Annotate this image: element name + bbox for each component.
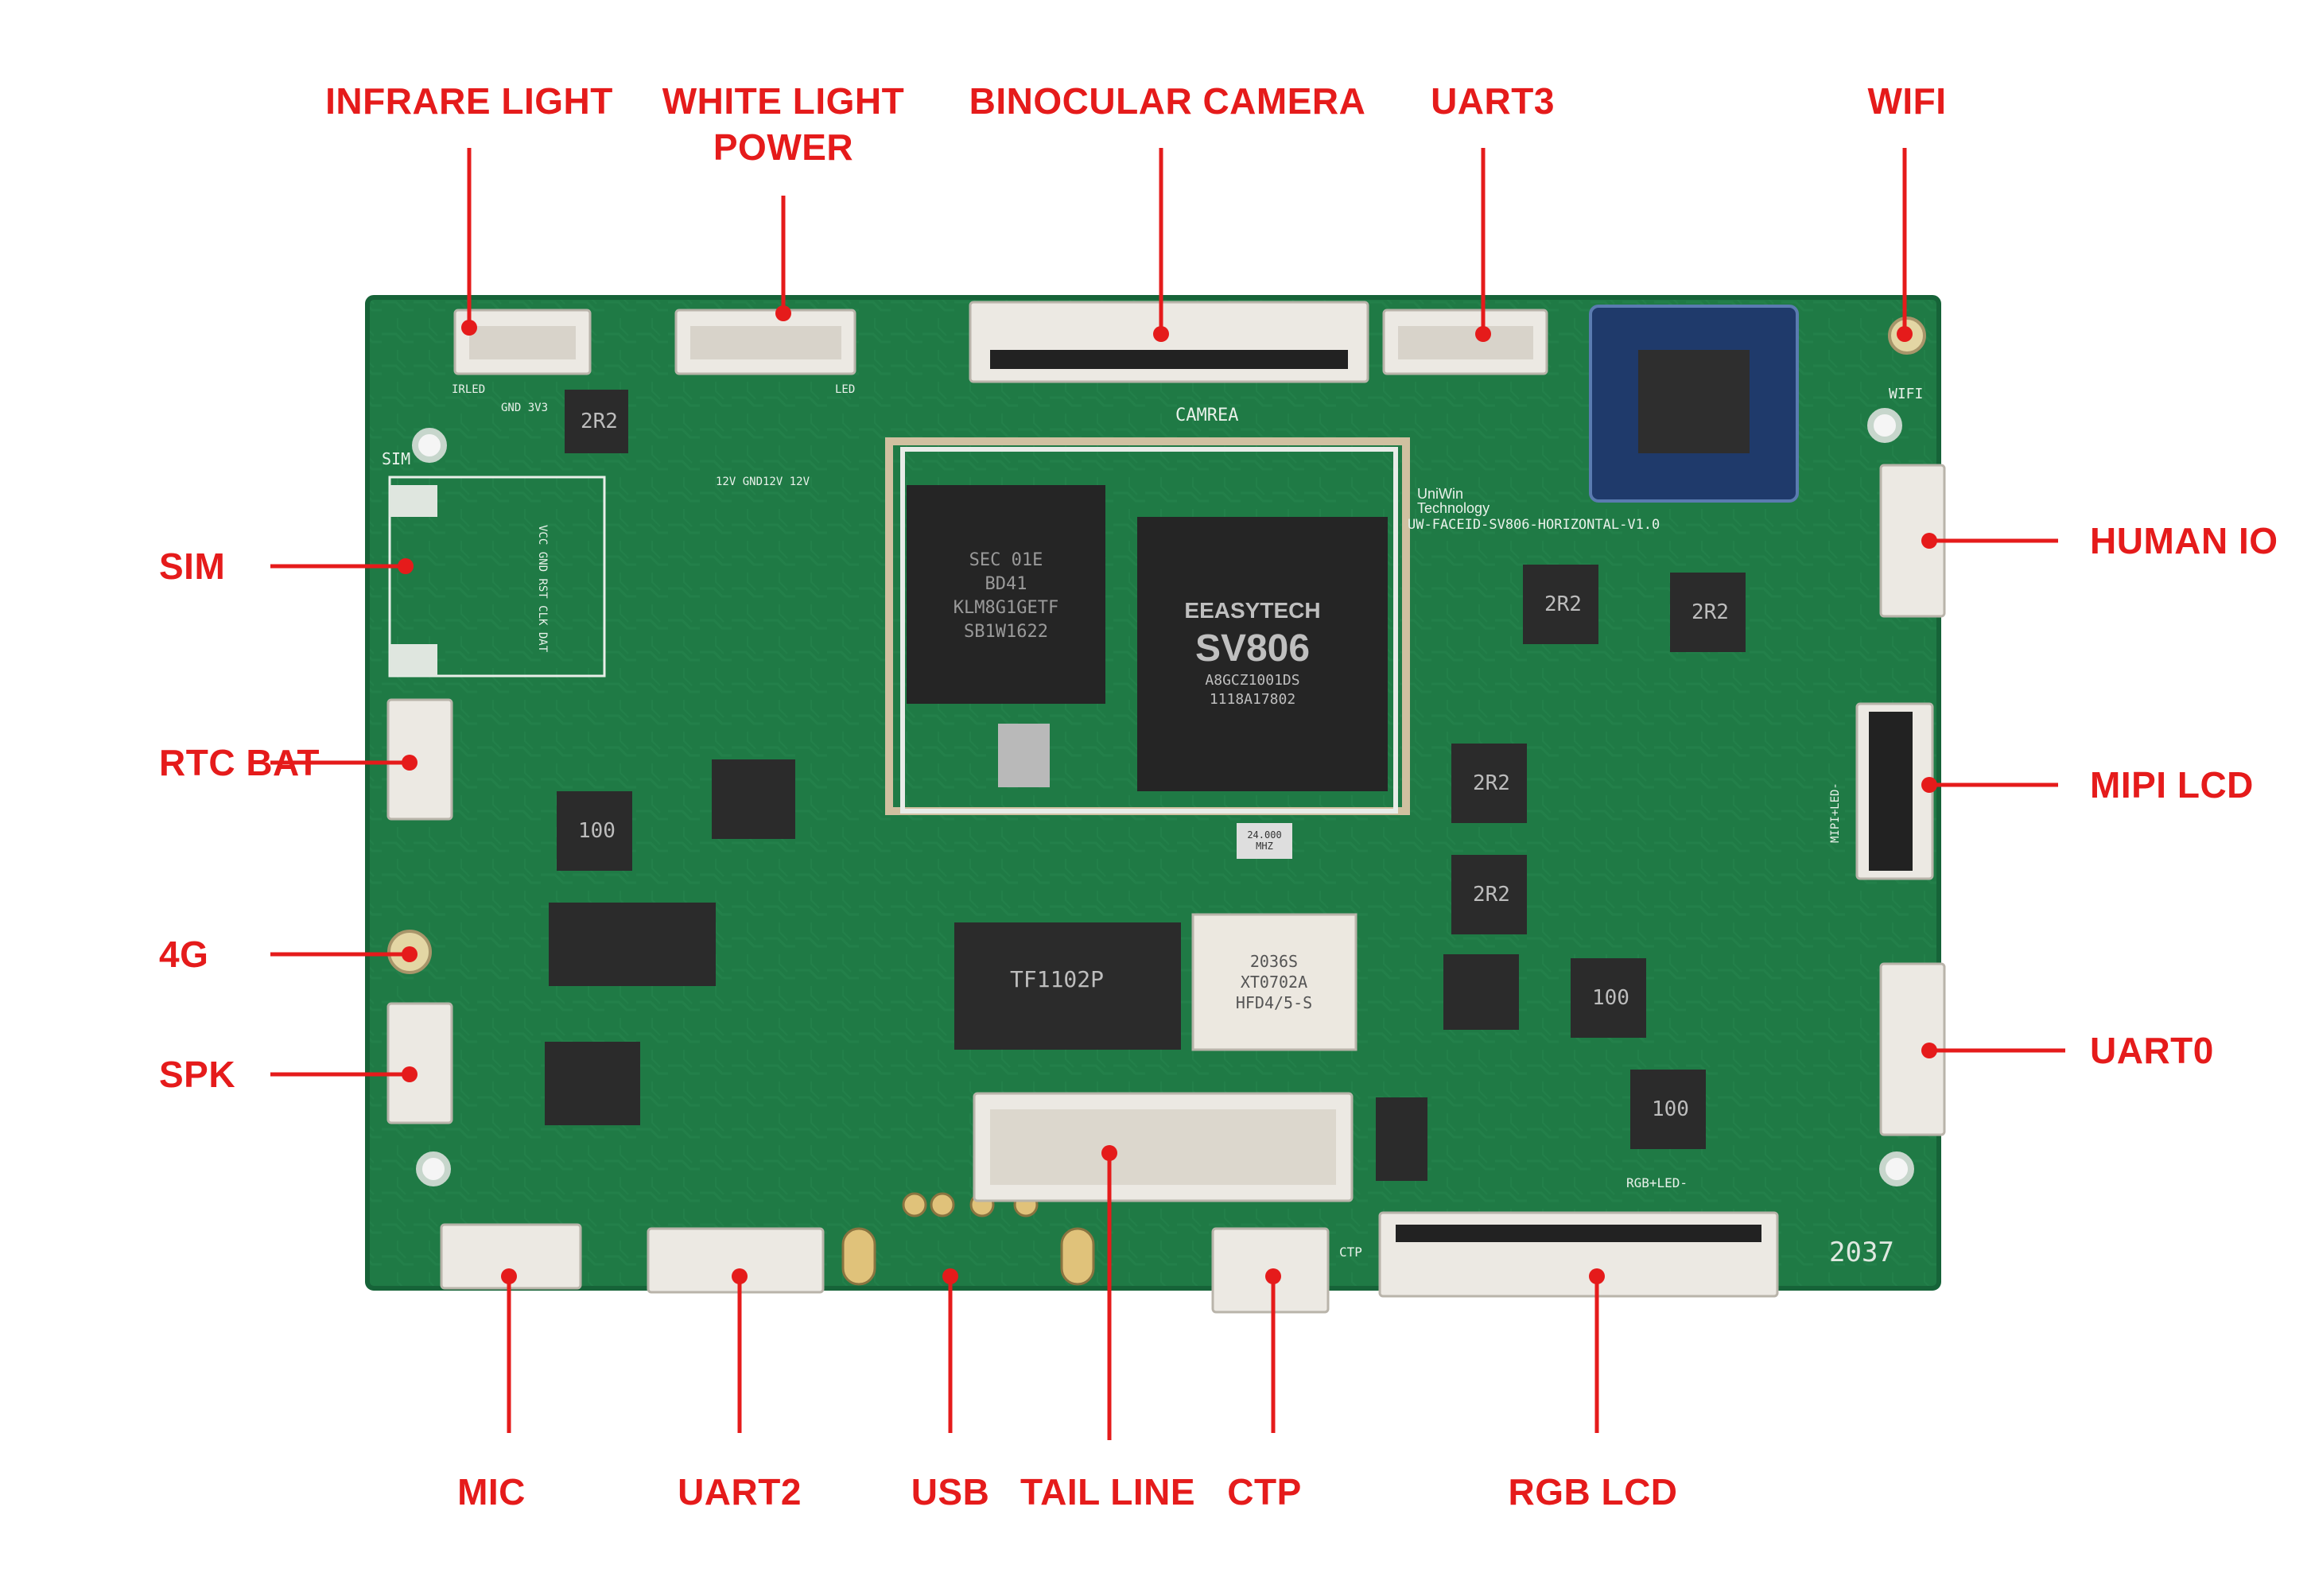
soc-area [885, 437, 1410, 815]
connector-mipi-lcd [1855, 702, 1934, 880]
label-sim: SIM [159, 546, 226, 587]
inductor-label-4: 2R2 [1473, 883, 1510, 907]
inductor-label-3: 2R2 [1473, 771, 1510, 795]
label-uart0: UART0 [2090, 1030, 2214, 1071]
usb-pads [841, 1192, 1095, 1286]
connector-white-light-power [674, 309, 856, 375]
connector-spk [386, 1002, 453, 1124]
connector-binocular-camera [969, 301, 1369, 383]
relay-line2: XT0702A [1240, 973, 1308, 992]
leader-lines [270, 148, 2065, 1440]
inductor-label-1: 2R2 [1544, 592, 1582, 616]
connector-uart2 [647, 1227, 825, 1294]
board-text-sim-pins: VCC GND RST CLK DAT [536, 525, 549, 653]
label-rgb-lcd: RGB LCD [1508, 1471, 1678, 1513]
soc-code2: 1118A17802 [1209, 691, 1296, 708]
board-text-led: LED [835, 383, 856, 396]
wifi-module [1589, 305, 1799, 503]
label-white-light-power-line2: POWER [713, 126, 854, 168]
memory-chip [907, 485, 1105, 704]
circuit-board [365, 295, 1941, 1291]
board-text-irled: IRLED [452, 383, 486, 396]
label-tail-line: TAIL LINE [1020, 1471, 1196, 1513]
label-ctp: CTP [1227, 1471, 1302, 1513]
soc-chip [1137, 517, 1388, 791]
connector-uart3 [1382, 309, 1548, 375]
board-text-mipi: MIPI+LED- [1829, 782, 1842, 843]
label-white-light-power: WHITE LIGHT POWER [662, 78, 904, 170]
crystal-line2: MHZ [1256, 841, 1273, 852]
inductor-label-6: 100 [578, 819, 616, 843]
label-white-light-power-line1: WHITE LIGHT [662, 80, 905, 122]
connector-infrare-light [453, 309, 592, 375]
board-text-ctp: CTP [1339, 1245, 1362, 1260]
inductor-label-8: 100 [1652, 1097, 1689, 1121]
components [545, 390, 1746, 1181]
label-usb: USB [911, 1471, 990, 1513]
label-uart2: UART2 [678, 1471, 802, 1513]
board-text-wifi: WIFI [1889, 386, 1924, 402]
board-text-camrea: CAMREA [1175, 406, 1239, 425]
relay-line1: HFD4/5-S [1235, 993, 1313, 1012]
board-text-brand-line2: Technology [1417, 500, 1490, 516]
label-infrare-light: INFRARE LIGHT [325, 80, 613, 122]
soc-code1: A8GCZ1001DS [1205, 672, 1300, 689]
board-text-12v: 12V GND12V 12V [716, 476, 810, 488]
inductor-label-7: 100 [1592, 986, 1629, 1010]
board-text-model: UW-FACEID-SV806-HORIZONTAL-V1.0 [1408, 517, 1660, 533]
soc-model: SV806 [1194, 627, 1311, 670]
soc-brand: EEASYTECH [1184, 598, 1321, 623]
label-4g: 4G [159, 934, 209, 975]
inductor-label-5: 2R2 [581, 410, 618, 433]
label-wifi: WIFI [1867, 80, 1947, 122]
board-text-brand-line1: UniWin [1417, 486, 1464, 502]
label-mic: MIC [457, 1471, 526, 1513]
connector-tail-line [973, 1092, 1354, 1202]
board-text-gnd3v3: GND 3V3 [501, 402, 549, 414]
board-number: 2037 [1829, 1237, 1894, 1268]
connector-rgb-lcd [1378, 1211, 1779, 1298]
mem-code2: BD41 [985, 574, 1027, 594]
label-human-io: HUMAN IO [2090, 520, 2278, 561]
mem-code3: KLM8G1GETF [953, 598, 1059, 618]
memory-label: SEC 01E BD41 KLM8G1GETF SB1W1622 [954, 549, 1058, 644]
sim-slot [388, 476, 606, 678]
board-text-sim: SIM [382, 449, 411, 468]
relay-line3: 2036S [1249, 952, 1299, 971]
inductor-label-2: 2R2 [1691, 600, 1729, 624]
crystal-line1: 24.000 [1247, 829, 1282, 841]
connector-rtc-bat [386, 698, 453, 821]
label-mipi-lcd: MIPI LCD [2090, 764, 2254, 806]
relay-label: 2036S XT0702A HFD4/5-S [1236, 951, 1312, 1013]
soc-label: EEASYTECH SV806 A8GCZ1001DS 1118A17802 [1184, 595, 1320, 709]
label-binocular-camera: BINOCULAR CAMERA [969, 80, 1366, 122]
board-text-brand: UniWin Technology [1417, 487, 1490, 515]
label-uart3: UART3 [1431, 80, 1555, 122]
transformer-label: TF1102P [1010, 966, 1105, 992]
crystal-label: 24.000 MHZ [1247, 829, 1281, 852]
label-spk: SPK [159, 1054, 236, 1095]
mem-code4: SB1W1622 [964, 622, 1048, 642]
board-text-rgb: RGB+LED- [1626, 1175, 1688, 1190]
label-rtc-bat: RTC BAT [159, 742, 320, 783]
mem-code1: SEC 01E [969, 550, 1043, 570]
mounting-holes [412, 408, 1914, 1186]
